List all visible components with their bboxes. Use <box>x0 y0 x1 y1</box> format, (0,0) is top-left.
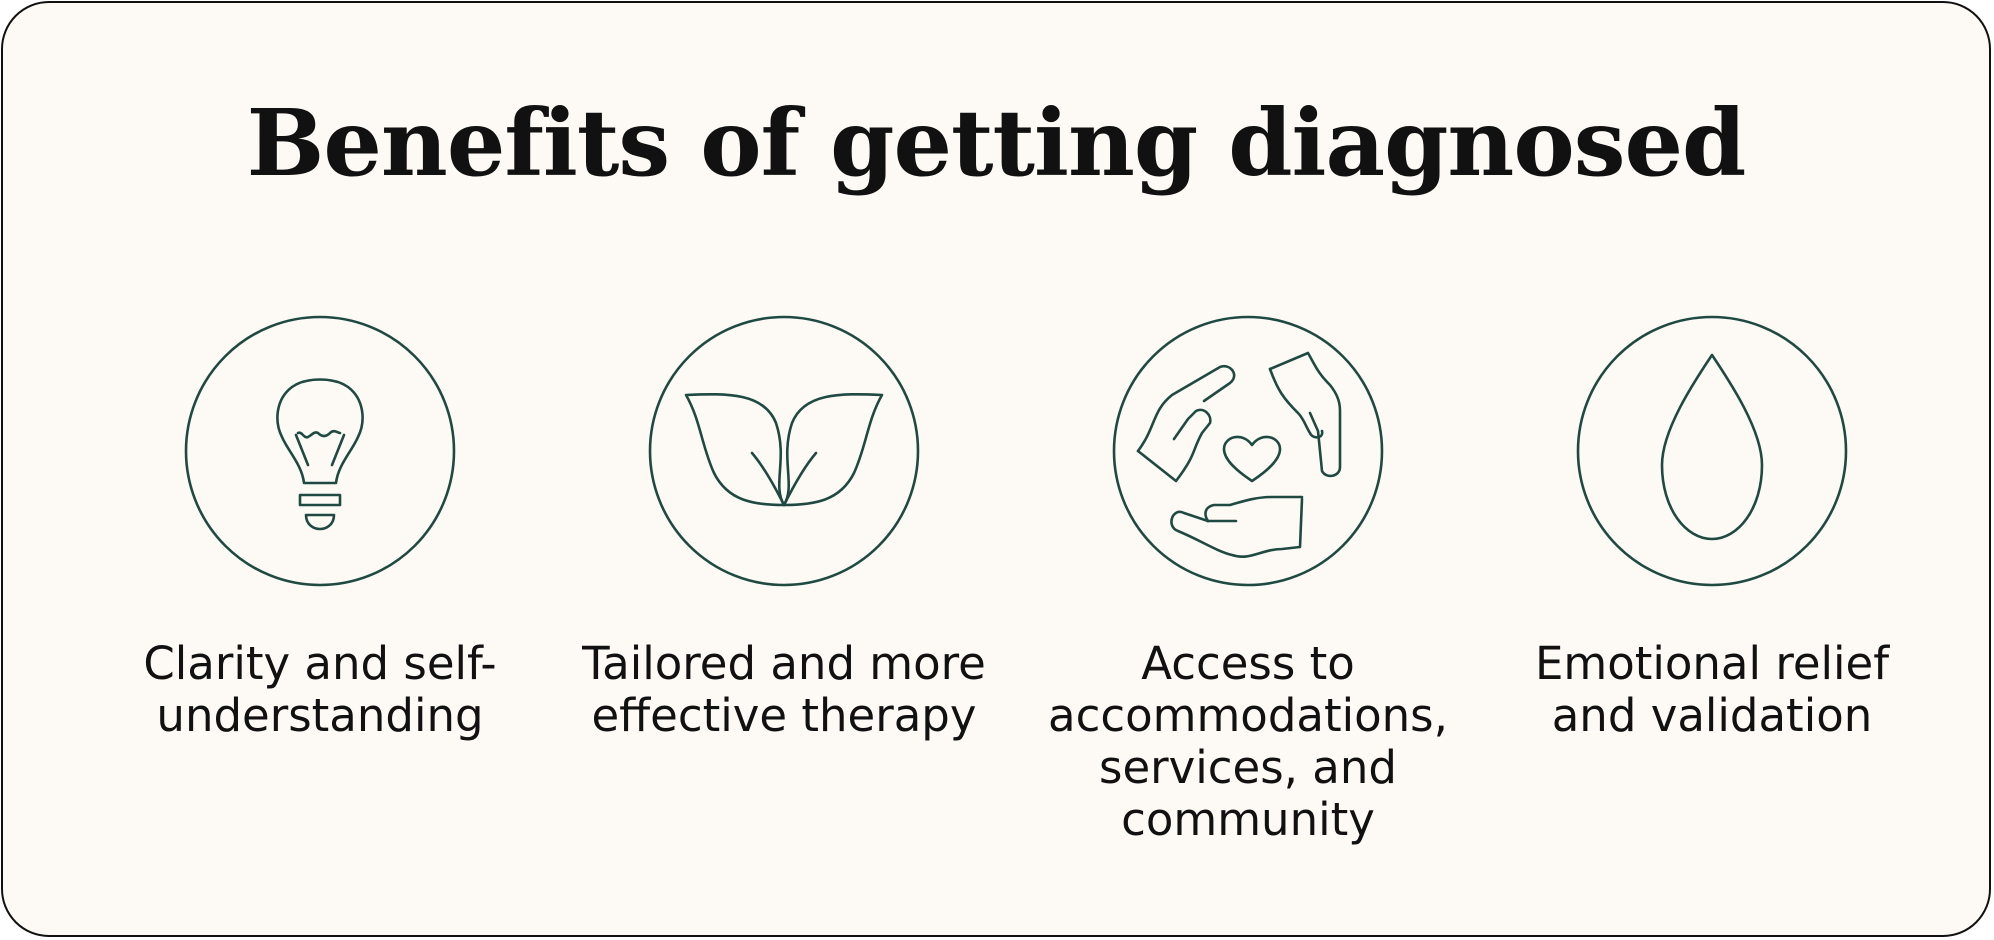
lightbulb-icon <box>184 315 456 587</box>
drop-icon <box>1576 315 1848 587</box>
benefit-label-line: Emotional relief <box>1534 637 1890 690</box>
benefit-label-line: accommodations, <box>1048 689 1448 742</box>
benefit-label-line: understanding <box>156 689 484 742</box>
benefit-label: Emotional relief and validation <box>1492 638 1932 742</box>
benefit-label-line: services, and <box>1099 741 1397 794</box>
benefit-label: Access to accommodations, services, and … <box>1028 638 1468 846</box>
benefit-label-line: Clarity and self- <box>143 637 497 690</box>
benefit-label-line: community <box>1121 793 1375 846</box>
benefit-label-line: Access to <box>1141 637 1355 690</box>
hands-heart-icon <box>1112 315 1384 587</box>
benefit-label: Clarity and self- understanding <box>100 638 540 742</box>
benefit-label-line: and validation <box>1551 689 1873 742</box>
leaf-icon <box>648 315 920 587</box>
benefit-label-line: Tailored and more <box>582 637 986 690</box>
page-title: Benefits of getting diagnosed <box>246 89 1747 197</box>
benefit-label: Tailored and more effective therapy <box>564 638 1004 742</box>
benefit-label-line: effective therapy <box>591 689 977 742</box>
